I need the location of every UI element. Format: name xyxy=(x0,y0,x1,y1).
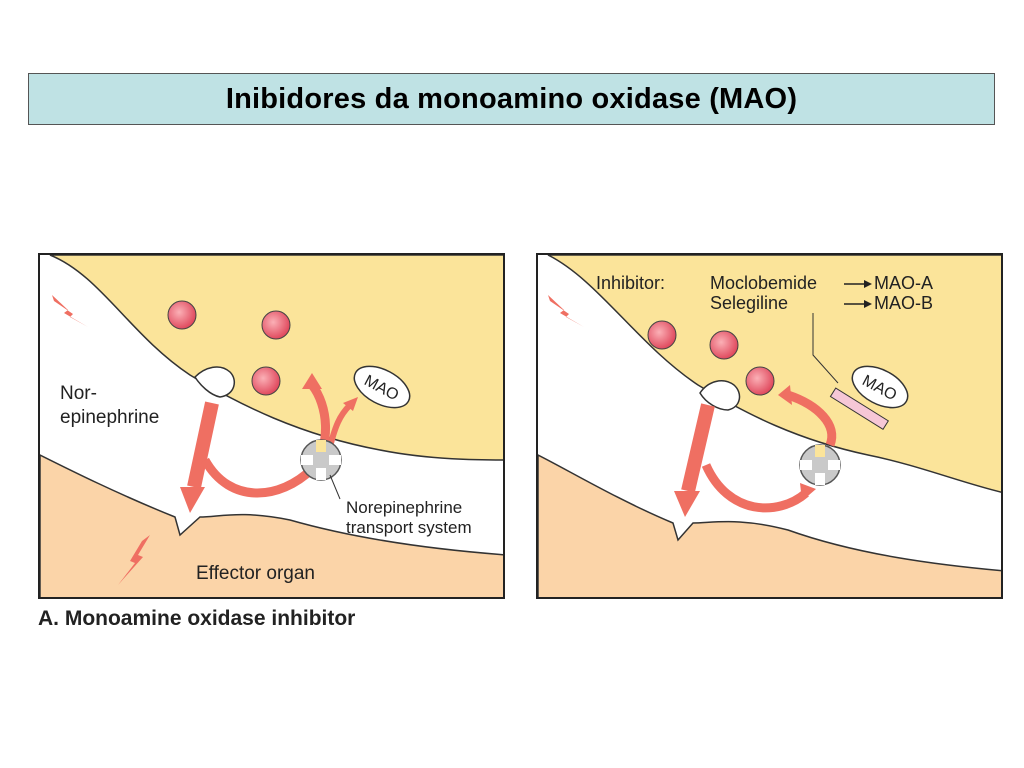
drug2-label: Selegiline xyxy=(710,293,788,313)
release-arrowhead xyxy=(180,487,205,513)
norepinephrine-label-line1: Nor- xyxy=(60,383,97,404)
release-site xyxy=(699,380,741,411)
reuptake-arrow xyxy=(701,463,809,513)
reuptake-arrowhead xyxy=(800,483,816,501)
action-potential-icon xyxy=(52,295,88,327)
vesicle xyxy=(261,310,291,340)
slide-title: Inibidores da monoamino oxidase (MAO) xyxy=(225,82,798,115)
transporter-leader-line xyxy=(329,474,341,500)
diagram-panel-left: MAO Nor- epinephrine Norepinephrine tran… xyxy=(38,253,505,599)
action-potential-icon xyxy=(548,295,584,327)
vesicle xyxy=(167,300,197,330)
vesicle xyxy=(745,366,775,396)
drug1-target: MAO-A xyxy=(874,273,933,293)
mao-enzyme: MAO xyxy=(353,365,411,409)
vesicle xyxy=(709,330,739,360)
restorage-arrow xyxy=(786,390,837,447)
drug2-arrowhead xyxy=(864,300,872,308)
mao-enzyme: MAO xyxy=(851,365,909,409)
figure-caption: A. Monoamine oxidase inhibitor xyxy=(38,607,356,630)
release-site xyxy=(194,366,236,398)
effector-organ-label: Effector organ xyxy=(196,563,315,584)
transporter-icon xyxy=(300,439,342,481)
diagram-panel-right: MAO Inhibitor: Moclobemide Selegiline M xyxy=(536,253,1003,599)
effector-organ xyxy=(538,454,1001,597)
drug2-target: MAO-B xyxy=(874,293,933,313)
vesicle xyxy=(647,320,677,350)
release-arrow xyxy=(681,403,715,493)
restorage-arrowhead xyxy=(778,385,792,405)
presynaptic-neuron xyxy=(547,255,1001,493)
presynaptic-neuron xyxy=(49,255,503,461)
inhibitor-heading: Inhibitor: xyxy=(596,273,665,293)
release-arrowhead xyxy=(674,491,700,517)
reuptake-arrowhead xyxy=(302,373,322,389)
slide-title-box: Inibidores da monoamino oxidase (MAO) xyxy=(28,73,995,125)
response-icon xyxy=(118,535,150,585)
mao-inhibitor-bar xyxy=(829,387,890,431)
transporter-icon xyxy=(799,444,841,486)
transporter-label-line2: transport system xyxy=(346,518,472,537)
effector-organ xyxy=(40,454,503,597)
synapse-diagram-right: MAO Inhibitor: Moclobemide Selegiline M xyxy=(538,255,1001,597)
inhibitor-leader-line xyxy=(812,313,839,384)
mao-metabolism-arrowhead xyxy=(343,397,358,411)
drug1-label: Moclobemide xyxy=(710,273,817,293)
drug1-arrowhead xyxy=(864,280,872,288)
norepinephrine-label-line2: epinephrine xyxy=(60,407,159,428)
transporter-label-line1: Norepinephrine xyxy=(346,498,462,517)
synapse-diagram-left: MAO Nor- epinephrine Norepinephrine tran… xyxy=(40,255,503,597)
release-arrow xyxy=(187,401,219,489)
vesicle xyxy=(251,366,281,396)
